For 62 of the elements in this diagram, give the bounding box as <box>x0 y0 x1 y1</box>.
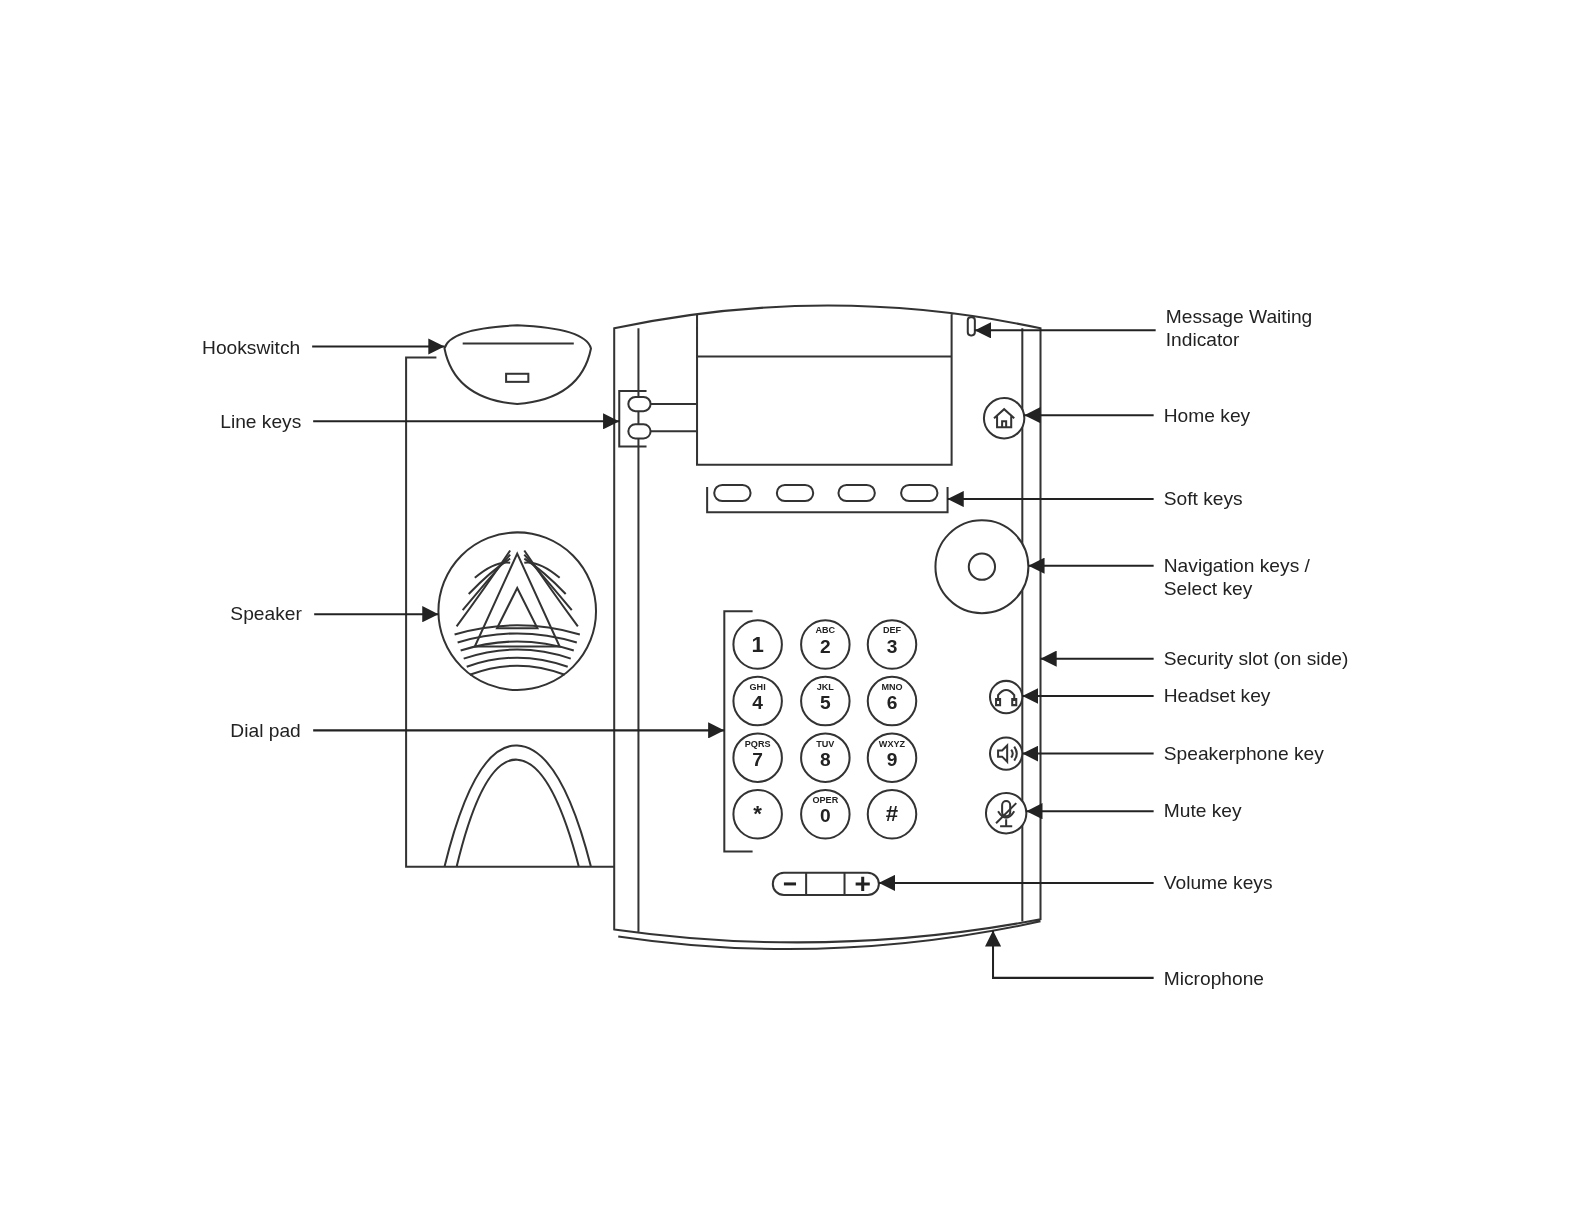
indicator-light <box>966 316 976 337</box>
key-letters: ABC <box>814 625 837 636</box>
callout-label: Home key <box>1163 404 1251 428</box>
callout-label: Soft keys <box>1163 486 1243 511</box>
leader-line <box>1022 745 1154 762</box>
leader-line <box>947 490 1154 508</box>
line-keys <box>618 389 699 448</box>
phone-body <box>613 304 1042 951</box>
callout-label: Security slot (on side) <box>1163 646 1349 670</box>
key-letters: JKL <box>815 681 835 692</box>
leader-line <box>314 606 439 623</box>
leader-line <box>313 413 620 430</box>
key-digit: 4 <box>751 692 764 715</box>
leader-line <box>1026 803 1154 820</box>
callout-label: Navigation keys / Select key <box>1163 553 1341 601</box>
navigation-keys <box>934 519 1030 615</box>
soft-keys <box>706 483 949 514</box>
key-digit: 9 <box>885 748 899 771</box>
leader-line <box>974 322 1156 339</box>
home-key <box>982 397 1026 440</box>
callout-label: Headset key <box>1163 683 1271 708</box>
key-digit: 2 <box>819 635 832 658</box>
callout-label: Message Waiting Indicator <box>1165 305 1338 352</box>
key-digit: 1 <box>750 633 765 656</box>
key-letters: WXYZ <box>877 738 907 749</box>
callout-label: Hookswitch <box>202 335 301 359</box>
leader-line <box>984 930 1154 979</box>
key-letters: GHI <box>748 681 767 692</box>
leader-line <box>1028 557 1154 574</box>
leader-line <box>312 338 445 355</box>
leader-line <box>1022 687 1154 705</box>
hookswitch <box>443 324 592 406</box>
callout-label: Dial pad <box>230 719 301 743</box>
leader-line <box>1040 650 1154 667</box>
key-digit: 8 <box>819 748 832 771</box>
key-digit: 5 <box>819 692 832 715</box>
key-digit: 3 <box>885 635 899 658</box>
callout-label: Microphone <box>1163 966 1265 990</box>
callout-label: Speaker <box>230 602 302 626</box>
key-letters: TUV <box>815 738 836 749</box>
key-letters: MNO <box>880 681 904 692</box>
callout-label: Line keys <box>220 410 302 434</box>
mute-key <box>984 792 1028 835</box>
leader-line <box>313 722 725 739</box>
headset-key <box>989 679 1024 715</box>
key-digit: 7 <box>752 748 763 771</box>
key-digit: * <box>752 803 763 826</box>
speaker <box>437 531 598 691</box>
key-letters: PQRS <box>743 738 772 749</box>
volume-keys <box>771 871 880 897</box>
key-digit: 0 <box>819 805 832 828</box>
dial-pad <box>723 610 918 853</box>
leader-line <box>878 874 1154 891</box>
callout-label: Volume keys <box>1163 870 1273 895</box>
leader-line <box>1024 407 1154 424</box>
callout-label: Mute key <box>1163 799 1242 823</box>
key-letters: DEF <box>881 625 903 636</box>
key-letters: OPER <box>811 795 840 806</box>
callout-label: Speakerphone key <box>1163 741 1324 765</box>
key-digit: # <box>884 803 900 826</box>
key-digit: 6 <box>885 692 899 715</box>
speakerphone-key <box>989 736 1024 771</box>
